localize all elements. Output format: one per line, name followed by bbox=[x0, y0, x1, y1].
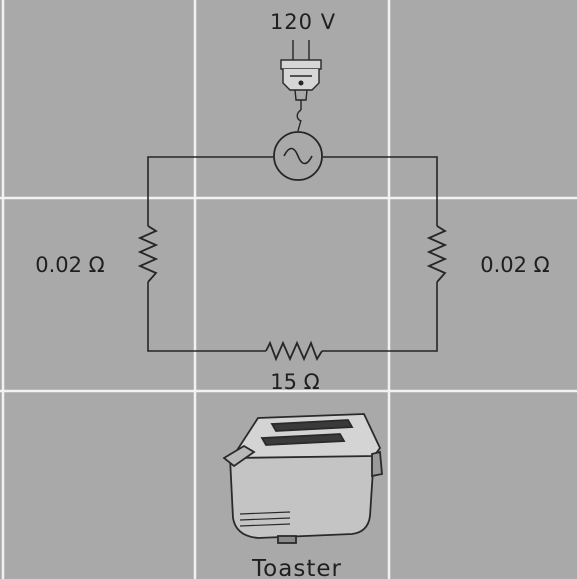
bottom-resistor-label: 15 Ω bbox=[270, 370, 319, 394]
top-wire-right bbox=[323, 156, 438, 226]
right-resistor-label: 0.02 Ω bbox=[480, 253, 549, 277]
right-wire-lower bbox=[322, 282, 438, 352]
toaster-body bbox=[229, 453, 375, 539]
toaster-foot bbox=[277, 535, 297, 544]
ac-source-icon bbox=[273, 131, 323, 181]
right-resistor bbox=[426, 225, 448, 283]
left-resistor bbox=[137, 225, 159, 283]
toaster-grille-2 bbox=[239, 517, 291, 521]
appliance-label: Toaster bbox=[251, 556, 342, 579]
left-resistor-label: 0.02 Ω bbox=[35, 253, 104, 277]
toaster-knob bbox=[371, 450, 383, 478]
source-voltage-label: 120 V bbox=[270, 10, 336, 34]
bottom-resistor bbox=[265, 340, 323, 362]
top-wire-left bbox=[147, 156, 273, 226]
toaster-grille-1 bbox=[239, 511, 291, 515]
toaster-grille-3 bbox=[239, 523, 291, 527]
plug-icon bbox=[280, 40, 322, 132]
toaster-slot-back bbox=[270, 419, 354, 432]
toaster-slot-front bbox=[260, 433, 346, 446]
circuit-wires bbox=[147, 156, 438, 352]
toaster-icon bbox=[222, 413, 383, 544]
toaster-lever bbox=[222, 444, 256, 468]
left-wire-lower bbox=[147, 282, 266, 352]
